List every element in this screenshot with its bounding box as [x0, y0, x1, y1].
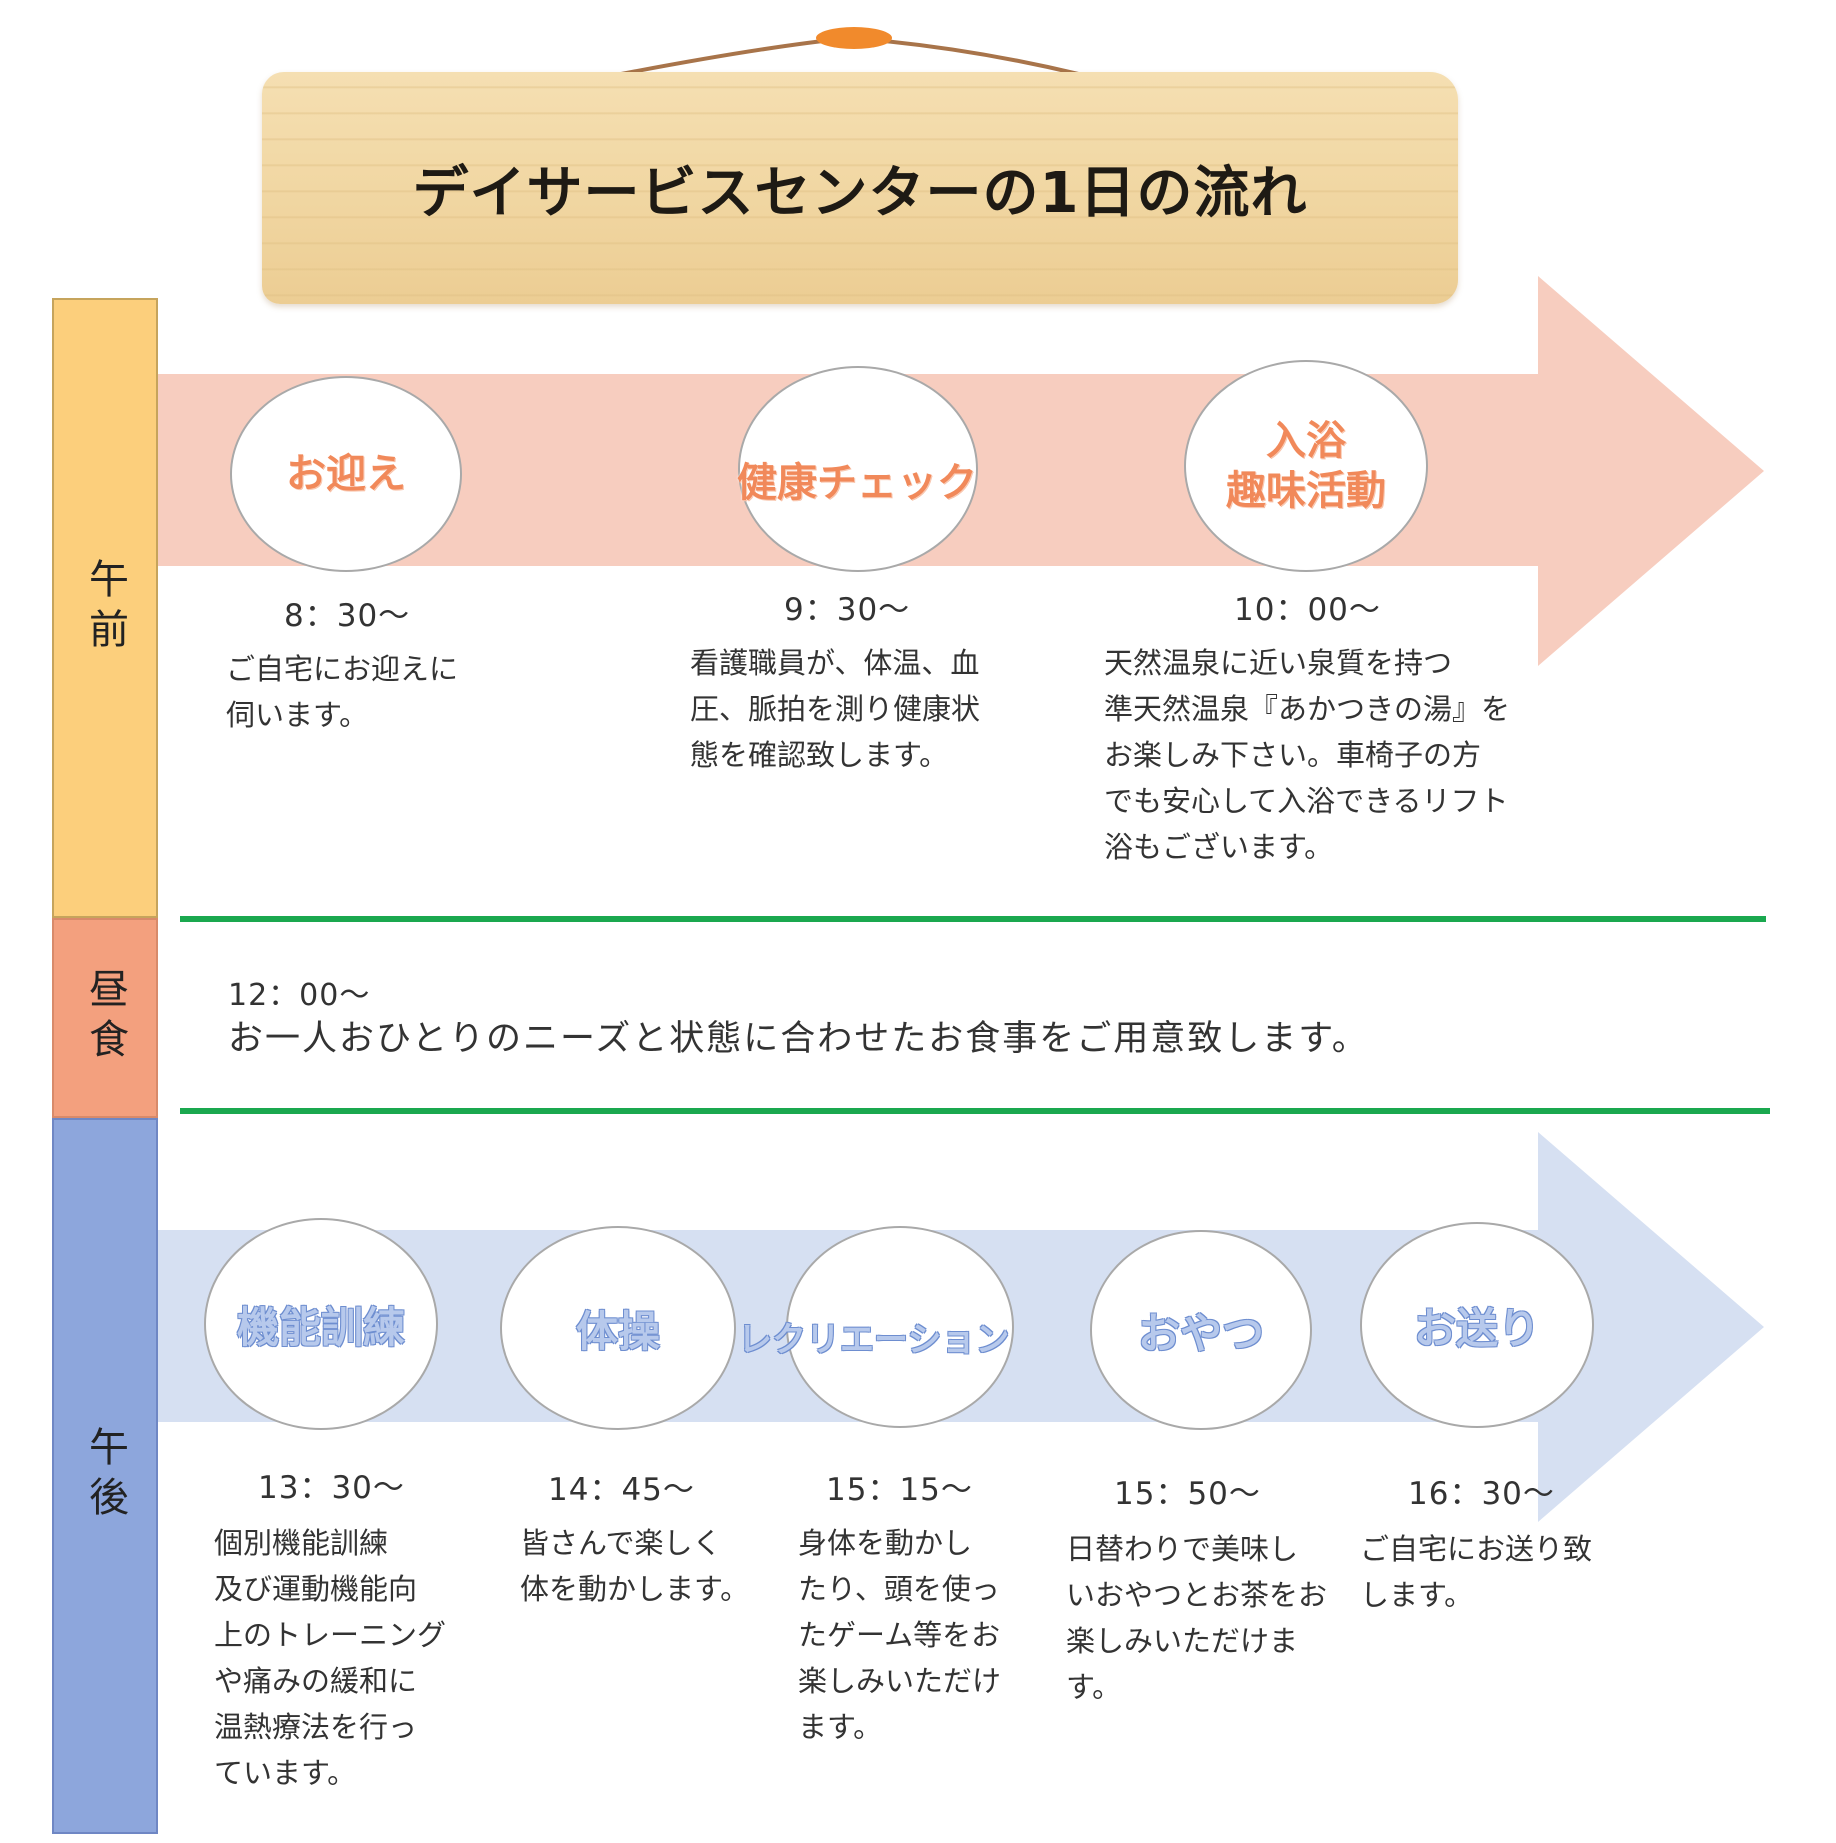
step-desc-snack: 日替わりで美味し いおやつとお茶をお 楽しみいただけま す。	[1066, 1532, 1328, 1704]
step-label-functional-training: 機能訓練	[236, 1302, 405, 1352]
page-title: デイサービスセンターの1日の流れ	[412, 160, 1308, 226]
step-time-health-check: 9：30～	[784, 592, 911, 628]
step-circle-bath-hobby: 入浴 趣味活動	[1184, 360, 1428, 572]
step-time-bath-hobby: 10：00～	[1234, 592, 1381, 628]
step-desc-pickup: ご自宅にお迎えに 伺います。	[226, 652, 459, 732]
period-bar-afternoon: 午後	[52, 1118, 158, 1834]
step-time-exercise: 14：45～	[548, 1472, 695, 1508]
step-label-bath-hobby: 入浴 趣味活動	[1226, 418, 1386, 514]
lunch-desc: お一人おひとりのニーズと状態に合わせたお食事をご用意致します。	[228, 1019, 1369, 1059]
step-time-functional-training: 13：30～	[258, 1470, 405, 1506]
period-bar-morning: 午前	[52, 298, 158, 918]
wooden-board	[262, 72, 1458, 304]
divider-line-top	[180, 916, 1766, 922]
step-desc-functional-training: 個別機能訓練 及び運動機能向 上のトレーニング や痛みの緩和に 温熱療法を行っ …	[214, 1526, 447, 1790]
step-desc-health-check: 看護職員が、体温、血 圧、脈拍を測り健康状 態を確認致します。	[690, 646, 981, 772]
step-time-drop-off: 16：30～	[1408, 1476, 1555, 1512]
period-bar-lunch: 昼食	[52, 918, 158, 1118]
step-label-health-check: 健康チェック	[737, 460, 977, 506]
step-circle-recreation	[786, 1226, 1014, 1428]
step-label-pickup: お迎え	[286, 451, 406, 497]
step-circle-health-check	[738, 366, 978, 572]
step-circle-exercise: 体操	[500, 1226, 736, 1430]
title-signboard: デイサービスセンターの1日の流れ	[250, 20, 1480, 304]
step-time-pickup: 8：30～	[284, 598, 411, 634]
period-label-afternoon: 午後	[82, 1426, 128, 1526]
step-circle-functional-training: 機能訓練	[204, 1218, 438, 1430]
step-desc-exercise: 皆さんで楽しく 体を動かします。	[520, 1526, 750, 1606]
step-desc-recreation: 身体を動かし たり、頭を使っ たゲーム等をお 楽しみいただけ ます。	[798, 1526, 1002, 1744]
step-circle-snack: おやつ	[1090, 1230, 1312, 1430]
step-desc-drop-off: ご自宅にお送り致 します。	[1360, 1532, 1593, 1612]
hanging-nail-icon	[816, 27, 892, 49]
step-desc-bath-hobby: 天然温泉に近い泉質を持つ 準天然温泉『あかつきの湯』を お楽しみ下さい。車椅子の…	[1104, 646, 1511, 864]
step-label-drop-off: お送り	[1413, 1303, 1540, 1353]
step-time-recreation: 15：15～	[826, 1472, 973, 1508]
step-label-exercise: 体操	[575, 1306, 660, 1356]
step-time-snack: 15：50～	[1114, 1476, 1261, 1512]
step-circle-drop-off: お送り	[1360, 1222, 1594, 1428]
step-label-recreation: レクリエーション	[738, 1320, 1010, 1360]
step-label-snack: おやつ	[1137, 1308, 1264, 1358]
period-label-morning: 午前	[82, 558, 128, 658]
lunch-time: 12：00～	[228, 978, 371, 1013]
step-circle-pickup: お迎え	[230, 376, 462, 572]
period-label-lunch: 昼食	[82, 968, 128, 1068]
divider-line-bottom	[180, 1108, 1770, 1114]
